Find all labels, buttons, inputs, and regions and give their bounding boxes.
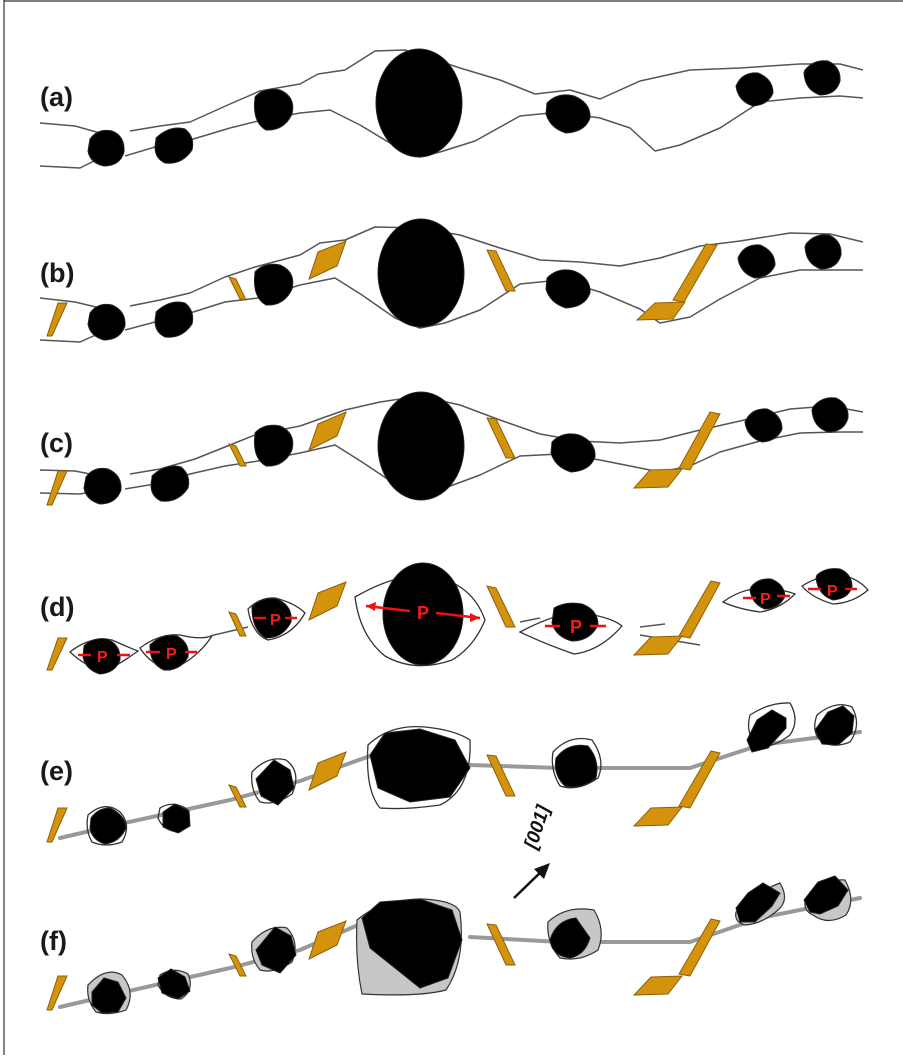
panel-a xyxy=(39,48,864,169)
panel-d: P P P P P P P xyxy=(46,562,869,675)
pore-label-5: P xyxy=(570,617,582,637)
panel-f xyxy=(46,875,862,1015)
pore-label-3: P xyxy=(270,612,281,629)
panel-label-b: (b) xyxy=(40,258,74,288)
direction-arrow-head xyxy=(534,863,550,879)
panel-label-c: (c) xyxy=(40,428,73,458)
panel-c xyxy=(39,391,864,506)
pore-arrows xyxy=(78,587,857,657)
direction-label: [001] xyxy=(520,802,554,852)
pore-label-2: P xyxy=(166,646,177,663)
panel-label-e: (e) xyxy=(40,756,73,786)
pore-label-4: P xyxy=(417,603,429,623)
pore-label-1: P xyxy=(97,649,108,666)
pore-label-7: P xyxy=(827,583,838,600)
panel-b xyxy=(39,218,864,343)
panel-e xyxy=(46,702,862,846)
panel-label-a: (a) xyxy=(40,82,73,112)
panel-label-d: (d) xyxy=(40,592,74,622)
pore-label-6: P xyxy=(760,591,771,608)
direction-indicator: [001] xyxy=(513,802,555,899)
panel-label-f: (f) xyxy=(40,926,67,956)
